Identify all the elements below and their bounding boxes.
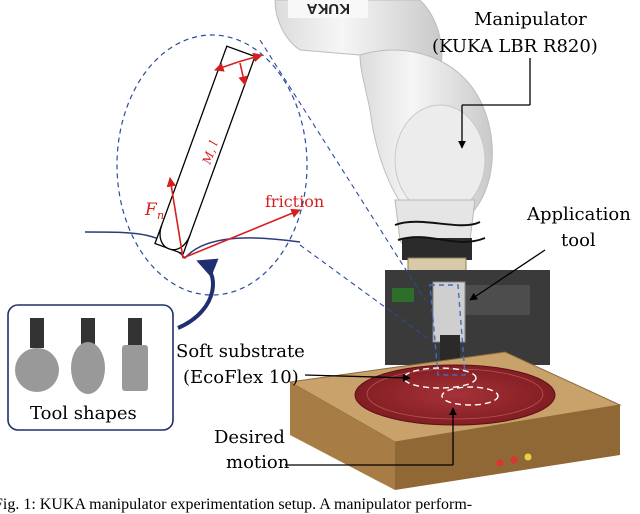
pointer-arrow	[177, 258, 219, 330]
robot-logo-text: KUKA	[307, 0, 350, 17]
background-cabinet	[385, 270, 550, 365]
tool-highlight-dashes	[429, 284, 466, 376]
wooden-box-front	[290, 382, 395, 490]
desired-motion-path	[403, 367, 477, 389]
tool-shape-oval	[71, 318, 105, 394]
application-label: Application	[526, 204, 631, 225]
manipulator-label: Manipulator	[474, 9, 587, 30]
wooden-box-side	[395, 405, 620, 490]
top-arrow-3	[238, 62, 248, 86]
top-arrow-2	[237, 52, 263, 63]
top-arrow-1	[214, 61, 239, 72]
robot-flange	[402, 238, 472, 260]
motion-label: motion	[226, 452, 290, 473]
tool-shapes-label: Tool shapes	[30, 403, 137, 424]
robot-photo: KUKA	[274, 0, 622, 490]
manipulator-model-label: (KUKA LBR R820)	[432, 36, 598, 57]
ecoflex-label: (EcoFlex 10)	[183, 367, 299, 388]
tool-shape-flat	[122, 318, 148, 391]
substrate-pointer	[304, 373, 411, 382]
soft-substrate	[354, 364, 556, 426]
force-subscript: n	[157, 209, 164, 222]
friction-label: friction	[265, 192, 324, 211]
tool-label: tool	[561, 230, 596, 251]
desired-label: Desired	[214, 427, 285, 448]
force-normal-arrow	[166, 177, 184, 259]
application-pointer	[469, 249, 546, 301]
friction-arrow	[182, 208, 301, 259]
soft-substrate-label: Soft substrate	[176, 341, 305, 362]
figure-caption: Fig. 1: KUKA manipulator experimentation…	[0, 496, 473, 513]
inset-tool	[154, 45, 256, 255]
tool-shape-round	[15, 318, 59, 392]
robot-joint	[394, 104, 486, 216]
force-symbol: F	[144, 200, 158, 220]
zoom-ellipse	[116, 34, 308, 296]
robot-logo-band	[288, 0, 368, 18]
